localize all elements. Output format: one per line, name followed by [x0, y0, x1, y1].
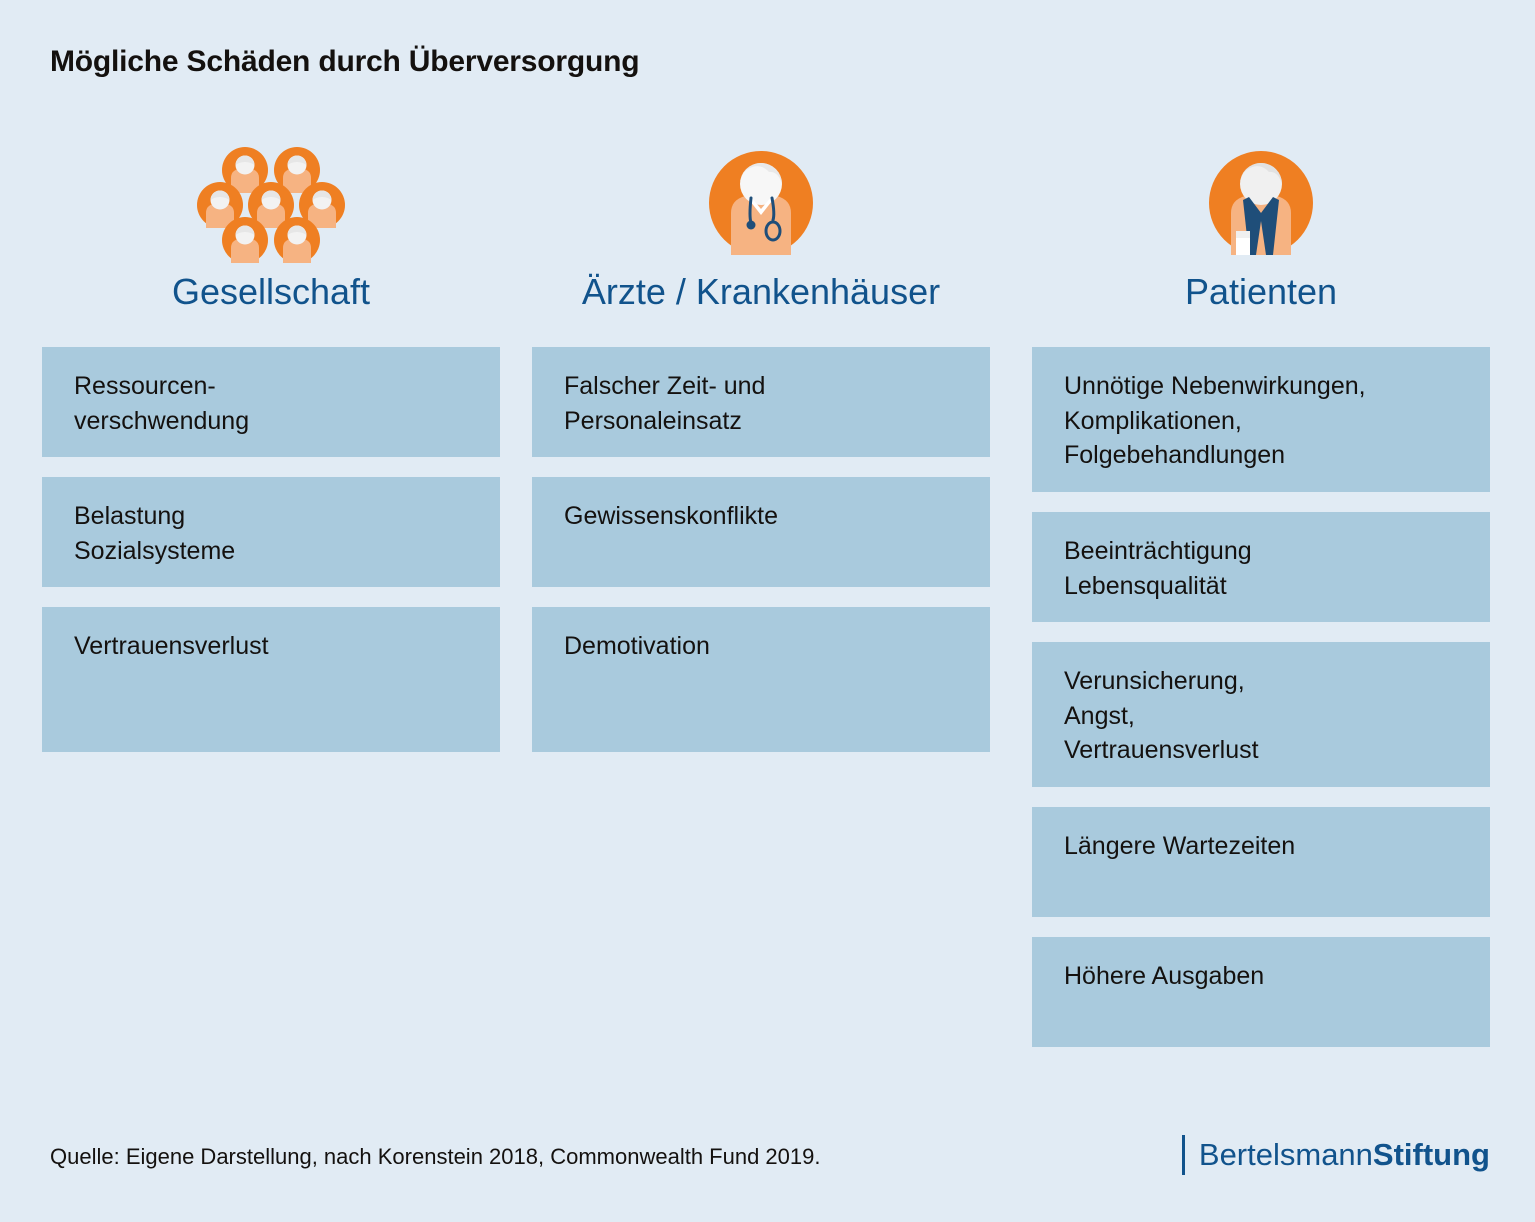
damage-box: Ressourcen- verschwendung	[42, 347, 500, 457]
box-list-gesellschaft: Ressourcen- verschwendung Belastung Sozi…	[42, 347, 500, 752]
damage-box: Falscher Zeit- und Personaleinsatz	[532, 347, 990, 457]
logo-bar-icon	[1181, 1135, 1185, 1175]
doctor-icon	[532, 140, 990, 265]
box-list-patienten: Unnötige Nebenwirkungen, Komplikationen,…	[1032, 347, 1490, 1047]
damage-box: Belastung Sozialsysteme	[42, 477, 500, 587]
patient-icon	[1032, 140, 1490, 265]
damage-box: Längere Wartezeiten	[1032, 807, 1490, 917]
damage-box: Höhere Ausgaben	[1032, 937, 1490, 1047]
column-heading-aerzte: Ärzte / Krankenhäuser	[581, 271, 941, 312]
damage-box: Demotivation	[532, 607, 990, 752]
damage-box: Gewissenskonflikte	[532, 477, 990, 587]
logo-text: BertelsmannStiftung	[1199, 1137, 1490, 1173]
column-heading-gesellschaft: Gesellschaft	[171, 271, 371, 312]
box-list-aerzte: Falscher Zeit- und Personaleinsatz Gewis…	[532, 347, 990, 752]
damage-box: Unnötige Nebenwirkungen, Komplikationen,…	[1032, 347, 1490, 492]
column-heading-patienten: Patienten	[1184, 271, 1338, 312]
bertelsmann-stiftung-logo: BertelsmannStiftung	[1181, 1135, 1490, 1175]
logo-word-bold: Stiftung	[1372, 1137, 1490, 1172]
damage-box: Verunsicherung, Angst, Vertrauensverlust	[1032, 642, 1490, 787]
damage-box: Vertrauensverlust	[42, 607, 500, 752]
source-note: Quelle: Eigene Darstellung, nach Korenst…	[50, 1144, 821, 1169]
damage-box: Beeinträchtigung Lebensqualität	[1032, 512, 1490, 622]
column-aerzte-krankenhaeuser: Ärzte / Krankenhäuser Falscher Zeit- und…	[532, 140, 990, 772]
logo-word-regular: Bertelsmann	[1198, 1137, 1373, 1172]
page-title: Mögliche Schäden durch Überversorgung	[50, 45, 640, 78]
column-gesellschaft: Gesellschaft Ressourcen- verschwendung B…	[42, 140, 500, 772]
group-of-people-icon	[42, 140, 500, 265]
column-patienten: Patienten Unnötige Nebenwirkungen, Kompl…	[1032, 140, 1490, 1067]
